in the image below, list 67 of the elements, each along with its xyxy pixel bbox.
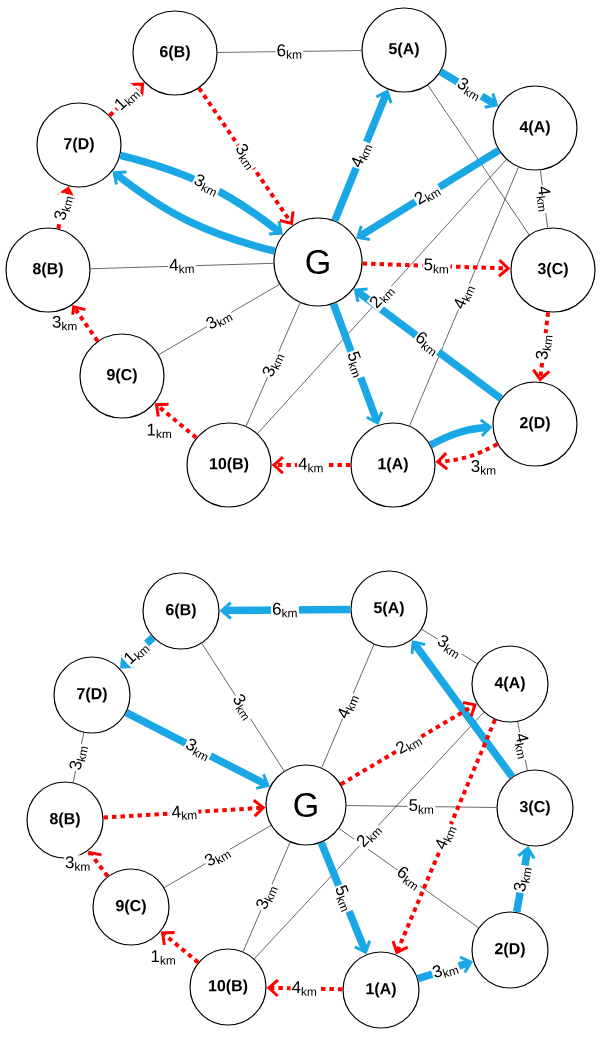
edge-label: 3$_{km}$ bbox=[67, 742, 90, 773]
arrow bbox=[160, 931, 200, 964]
edge-label: 6$_{km}$ bbox=[271, 601, 299, 619]
edge-label: 1$_{km}$ bbox=[111, 83, 143, 115]
edge-label: 4$_{km}$ bbox=[290, 980, 319, 997]
connector-line bbox=[409, 166, 519, 427]
edge-label: 4$_{km}$ bbox=[451, 280, 477, 313]
arrow bbox=[410, 640, 516, 780]
edge-label: 3$_{km}$ bbox=[534, 332, 554, 362]
arrow bbox=[124, 709, 270, 790]
edge-label: 6$_{km}$ bbox=[411, 328, 444, 359]
arrow bbox=[119, 151, 283, 236]
arrow bbox=[532, 312, 551, 382]
edge-label: 4$_{km}$ bbox=[167, 257, 197, 275]
edge-label: 2$_{km}$ bbox=[392, 729, 426, 759]
edge-label: 4$_{km}$ bbox=[297, 456, 325, 474]
arrow bbox=[266, 978, 343, 998]
edge-label: 3$_{km}$ bbox=[181, 735, 215, 764]
edge-label: 5$_{km}$ bbox=[407, 798, 436, 815]
arrow bbox=[103, 799, 266, 820]
connector-line bbox=[427, 84, 530, 236]
edge-label: 3$_{km}$ bbox=[190, 171, 223, 199]
arrow bbox=[339, 701, 477, 786]
edge-label: 3$_{km}$ bbox=[231, 140, 261, 173]
arrow bbox=[355, 147, 501, 241]
edge-label: 1$_{km}$ bbox=[149, 949, 178, 966]
edge-label: 1$_{km}$ bbox=[145, 422, 174, 440]
arrow bbox=[353, 287, 504, 402]
edge-label: 1$_{km}$ bbox=[120, 637, 153, 669]
arrow bbox=[197, 87, 295, 226]
edge-label: 3$_{km}$ bbox=[201, 842, 234, 871]
edge-label: 3$_{km}$ bbox=[511, 863, 534, 895]
arrow bbox=[154, 402, 198, 440]
edge-label: 4$_{km}$ bbox=[534, 184, 554, 214]
arrow bbox=[331, 89, 393, 223]
edge-label: 4$_{km}$ bbox=[432, 821, 459, 853]
edge-label: 3$_{km}$ bbox=[228, 691, 258, 724]
edge-label: 6$_{km}$ bbox=[275, 43, 304, 60]
arrow bbox=[391, 718, 497, 955]
edge-label: 2$_{km}$ bbox=[411, 180, 444, 209]
connector-line bbox=[257, 159, 507, 434]
edge-label: 2$_{km}$ bbox=[366, 280, 398, 313]
edge-label: 3$_{km}$ bbox=[51, 314, 79, 332]
edge-label: 4$_{km}$ bbox=[334, 690, 361, 723]
edge-label: 5$_{km}$ bbox=[422, 257, 451, 275]
arrow bbox=[362, 259, 511, 278]
edge-label: 6$_{km}$ bbox=[392, 863, 425, 893]
arrow bbox=[428, 418, 493, 449]
edge-label: 4$_{km}$ bbox=[170, 803, 199, 822]
connector-line bbox=[254, 711, 484, 960]
edge-label: 3$_{km}$ bbox=[202, 305, 236, 334]
arrow bbox=[435, 442, 499, 471]
arrow bbox=[112, 170, 276, 255]
arrow bbox=[56, 186, 76, 230]
arrow bbox=[70, 304, 100, 343]
edge-label: 3$_{km}$ bbox=[259, 348, 287, 381]
edge-label: 4$_{km}$ bbox=[348, 139, 375, 172]
edge-label: 3$_{km}$ bbox=[64, 855, 92, 872]
edge-label: 3$_{km}$ bbox=[429, 958, 462, 983]
edge-label: 3$_{km}$ bbox=[253, 880, 280, 913]
edge-label: 4$_{km}$ bbox=[511, 730, 534, 762]
edge-label: 3$_{km}$ bbox=[433, 632, 466, 661]
edge-label: 5$_{km}$ bbox=[331, 882, 357, 915]
edge-label: 3$_{km}$ bbox=[453, 74, 486, 104]
edge-label: 5$_{km}$ bbox=[343, 348, 369, 381]
edge-label: 3$_{km}$ bbox=[52, 192, 75, 223]
edge-label: 2$_{km}$ bbox=[353, 819, 385, 852]
